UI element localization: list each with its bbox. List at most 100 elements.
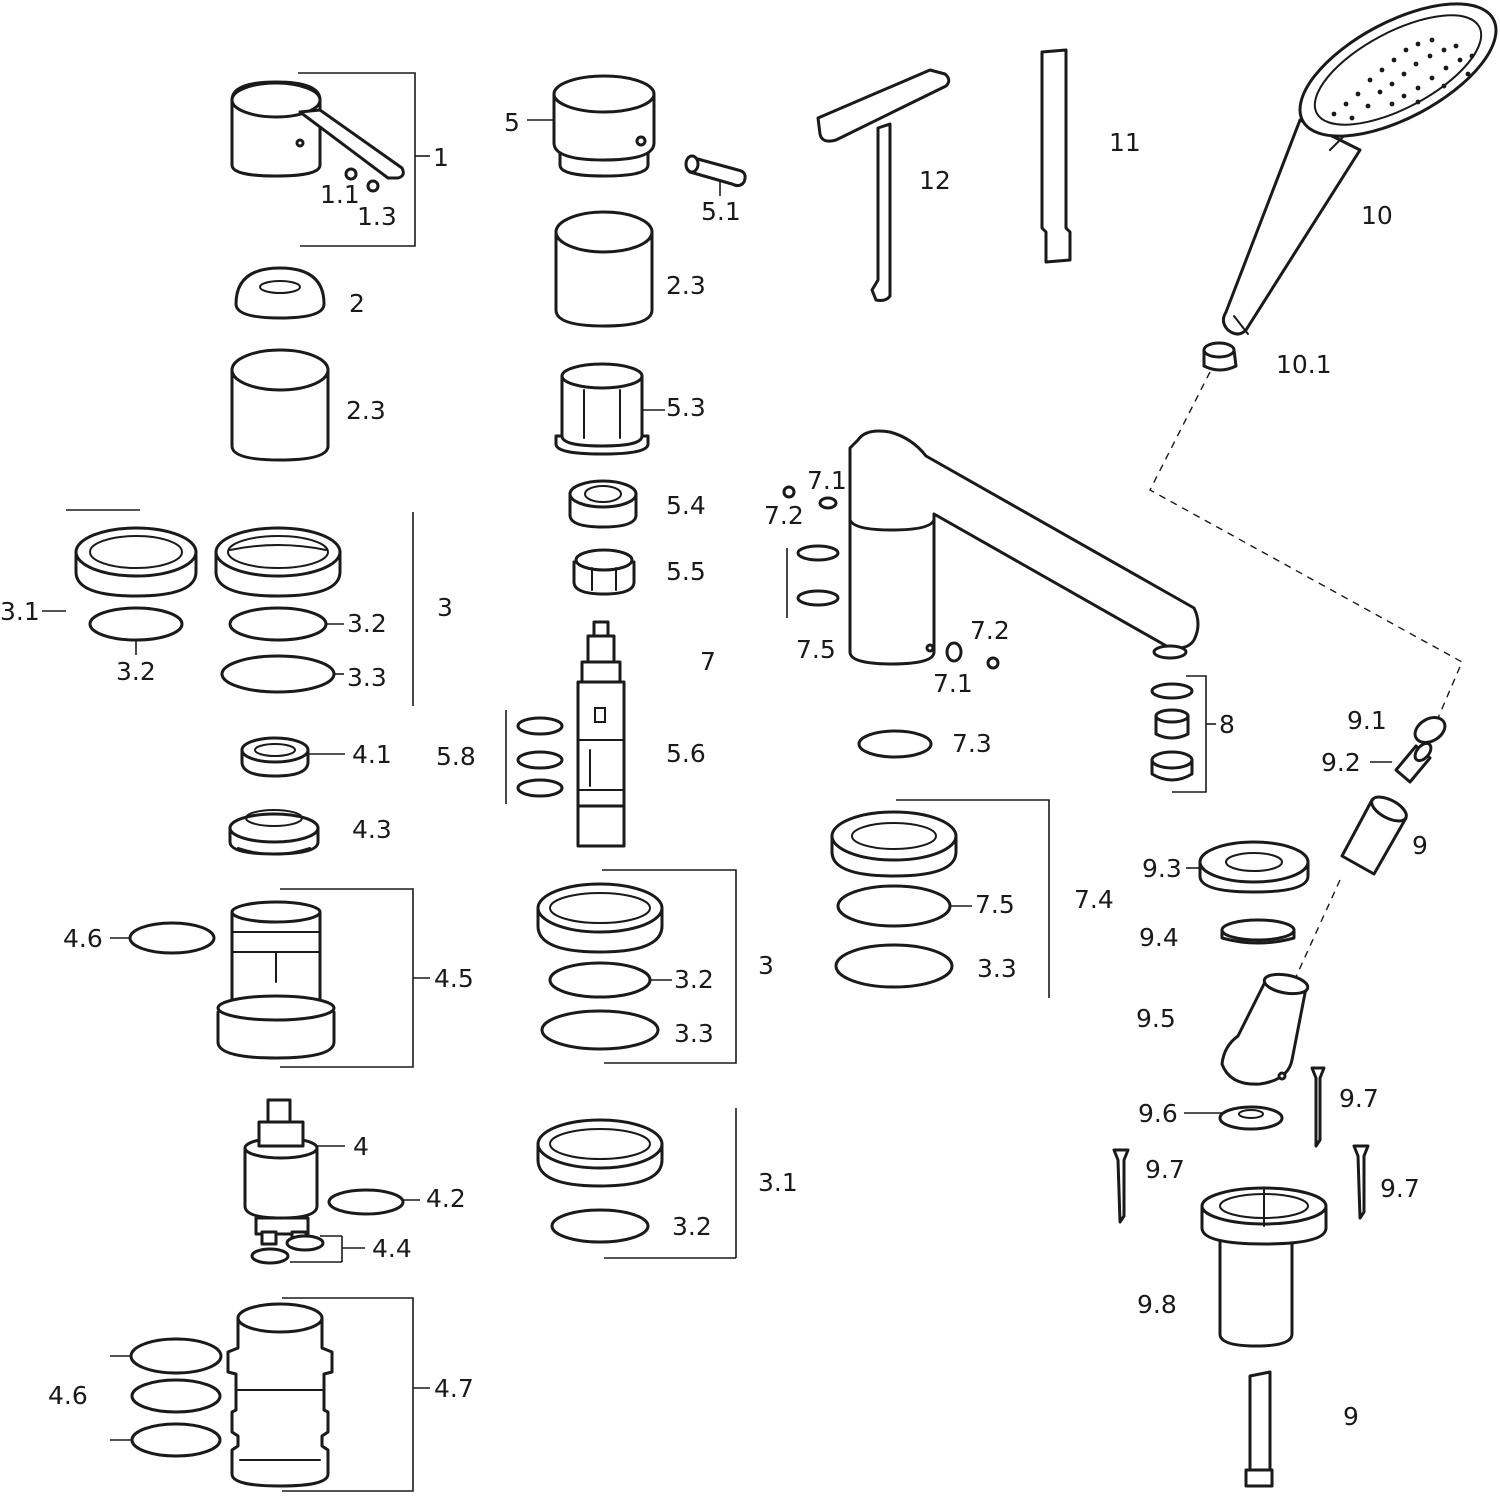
part-7-2-grub-screw-upper	[782, 485, 796, 499]
part-5-1-pin	[684, 154, 747, 188]
part-9-hose-connector	[1340, 795, 1408, 876]
label-part-9-7-right-lower: 9.7	[1380, 1174, 1420, 1203]
label-part-5-3: 5.3	[666, 393, 706, 422]
label-part-1-3: 1.3	[357, 202, 397, 231]
label-part-5-8: 5.8	[436, 742, 476, 771]
label-part-9-4: 9.4	[1139, 923, 1179, 952]
part-4-cartridge	[243, 1098, 319, 1246]
part-3-ring-right	[214, 526, 342, 598]
label-part-1: 1	[433, 143, 449, 172]
label-part-4-3: 4.3	[352, 815, 392, 844]
label-part-7-2-upper: 7.2	[764, 501, 804, 530]
part-9-3-base-ring	[1198, 840, 1310, 894]
label-part-11: 11	[1109, 128, 1141, 157]
label-part-4-4: 4.4	[372, 1234, 412, 1263]
label-part-9-7-right-upper: 9.7	[1339, 1084, 1379, 1113]
label-part-3-2-middle: 3.2	[674, 965, 714, 994]
part-8-seal-set	[1150, 682, 1194, 782]
part-4-1-nut	[240, 736, 310, 778]
part-3-2-oring-right	[228, 606, 328, 642]
label-part-10-1: 10.1	[1276, 350, 1332, 379]
label-part-4-1: 4.1	[352, 740, 392, 769]
label-part-9-8: 9.8	[1137, 1290, 1177, 1319]
part-2-cap	[234, 266, 326, 320]
shower-nozzle-pattern	[1331, 37, 1475, 121]
label-part-2-3-left: 2.3	[346, 396, 386, 425]
part-5-8-seal-3	[516, 778, 564, 798]
leader-part-4-4	[290, 1235, 365, 1263]
part-9-5-elbow	[1220, 972, 1310, 1086]
hose-route-dashed-lower	[1289, 879, 1341, 991]
label-part-3-2-lower: 3.2	[672, 1212, 712, 1241]
label-part-7-1-upper: 7.1	[807, 466, 847, 495]
label-part-9-7-left: 9.7	[1145, 1155, 1185, 1184]
part-10-1-filter	[1202, 341, 1238, 372]
part-3-ring-middle	[536, 882, 664, 954]
part-9-8-mounting-sleeve	[1200, 1186, 1328, 1348]
part-3-3-oring-middle	[540, 1009, 660, 1051]
label-part-3-3-left: 3.3	[347, 663, 387, 692]
bracket-part-3-middle	[602, 869, 737, 1064]
part-3-1-ring-left	[74, 526, 198, 598]
part-5-knob	[552, 74, 656, 178]
part-4-2-seal	[327, 1188, 405, 1216]
bracket-part-8	[1172, 675, 1207, 793]
part-10-hand-shower	[1221, 2, 1498, 336]
label-part-1-1: 1.1	[320, 180, 360, 209]
part-9-2-nut	[1394, 741, 1433, 784]
label-part-5-6: 5.6	[666, 739, 706, 768]
label-part-5-4: 5.4	[666, 491, 706, 520]
label-part-9-1: 9.1	[1347, 706, 1387, 735]
label-part-4-2: 4.2	[426, 1184, 466, 1213]
part-3-2-oring-middle	[548, 961, 652, 999]
label-part-3-1-left: 3.1	[0, 597, 40, 626]
label-part-9-lower: 9	[1343, 1402, 1359, 1431]
label-part-3-2-right: 3.2	[347, 609, 387, 638]
part-9-7-screw-c	[1352, 1144, 1370, 1220]
part-7-2-grub-screw-lower	[986, 656, 1000, 670]
label-part-4-6-bottom: 4.6	[48, 1381, 88, 1410]
hose-route-dashed-upper	[1149, 371, 1463, 761]
part-2-3-sleeve-left	[230, 348, 330, 462]
part-9-7-screw-b	[1112, 1148, 1130, 1224]
part-4-4-seal-a	[285, 1234, 325, 1252]
label-part-7: 7	[700, 647, 716, 676]
part-7-3-oring	[857, 729, 933, 759]
part-5-3-sleeve	[554, 362, 650, 456]
part-11-wrench	[1040, 48, 1072, 264]
label-part-5-1: 5.1	[701, 197, 741, 226]
part-7-5-seal-2	[796, 589, 840, 607]
part-12-key	[816, 68, 951, 302]
part-4-4-seal-b	[250, 1247, 290, 1265]
label-part-3-1-middle: 3.1	[758, 1168, 798, 1197]
part-7-5-seal-1	[796, 544, 840, 562]
label-part-7-5-upper: 7.5	[796, 635, 836, 664]
label-part-4-6-top: 4.6	[63, 924, 103, 953]
part-7-1-pin-upper	[818, 496, 838, 510]
part-4-6-oring-3	[130, 1422, 222, 1458]
label-part-9-6: 9.6	[1138, 1099, 1178, 1128]
label-part-7-3: 7.3	[952, 729, 992, 758]
part-4-7-cylinder	[226, 1302, 334, 1488]
part-9-7-screw-a	[1310, 1066, 1326, 1148]
label-part-3-3-middle: 3.3	[674, 1019, 714, 1048]
part-4-6-oring-top	[128, 921, 216, 955]
part-9-hose-end	[1244, 1370, 1274, 1488]
part-3-1-ring-middle	[536, 1118, 664, 1188]
label-part-3-3-right: 3.3	[977, 954, 1017, 983]
label-part-5: 5	[504, 108, 520, 137]
part-1-3-grub-screw	[366, 179, 380, 193]
part-5-6-spindle	[576, 620, 626, 848]
part-4-5-housing	[216, 900, 336, 1060]
label-part-2: 2	[349, 289, 365, 318]
label-part-9-2: 9.2	[1321, 748, 1361, 777]
part-9-6-retaining-ring	[1218, 1105, 1284, 1131]
part-3-3-oring-left	[220, 654, 336, 694]
part-2-3-sleeve-middle	[554, 210, 654, 328]
part-7-5-oring	[836, 884, 952, 928]
part-5-4-nut	[568, 479, 638, 529]
part-5-8-seal-1	[516, 716, 564, 736]
label-part-7-2-lower: 7.2	[970, 616, 1010, 645]
part-4-6-oring-1	[129, 1337, 223, 1375]
